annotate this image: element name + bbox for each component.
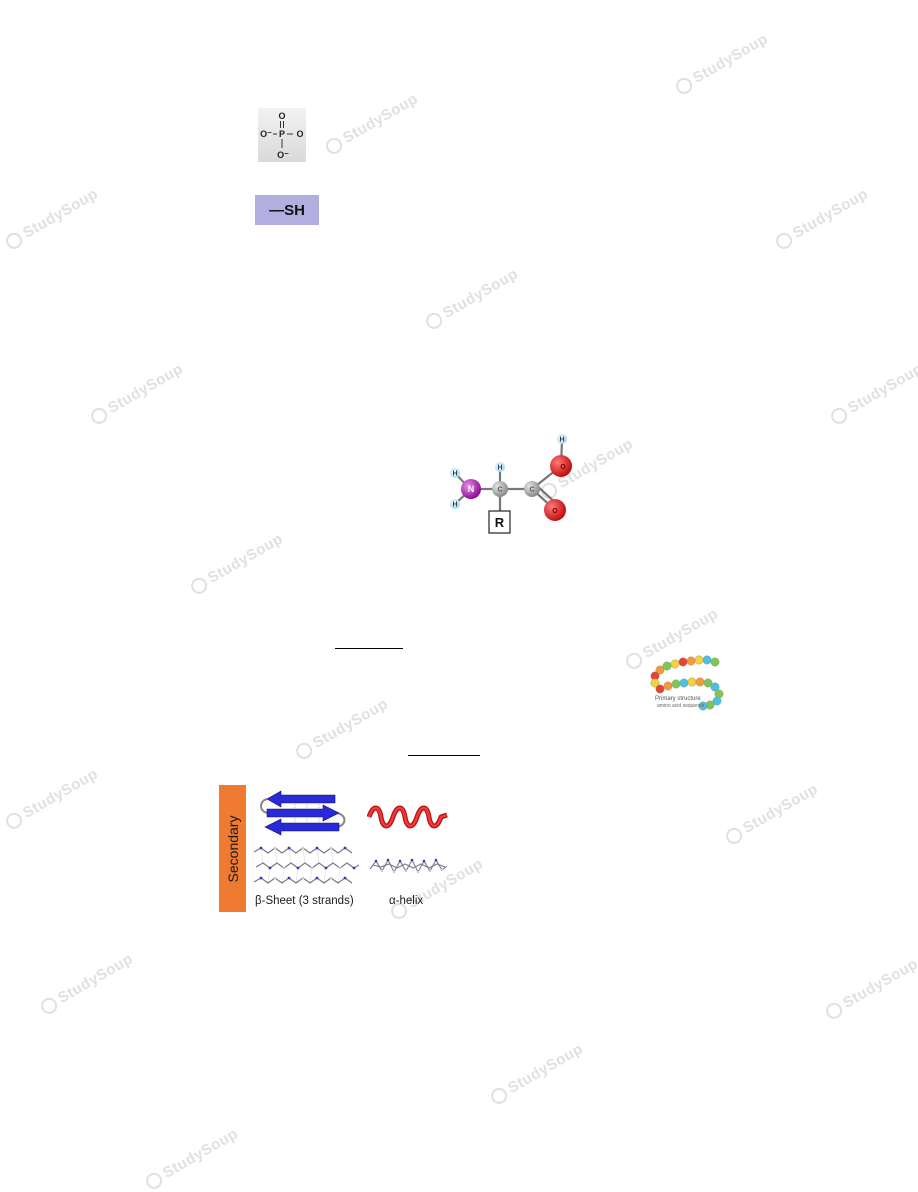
studysoup-logo-icon — [623, 649, 646, 672]
studysoup-logo-icon — [323, 134, 346, 157]
beta-sheet-caption: β-Sheet (3 strands) — [255, 895, 354, 907]
hydrogen-atom — [557, 434, 567, 444]
studysoup-logo-icon — [293, 739, 316, 762]
phosphate-oxygen-left: O⁻ — [260, 129, 272, 139]
alpha-helix-stick-model — [369, 858, 448, 874]
watermark: StudySoup — [3, 185, 101, 252]
carbonyl-oxygen-atom — [544, 499, 566, 521]
amino-acid-bead — [710, 682, 720, 692]
alpha-carbon-label: C — [497, 487, 502, 494]
amino-acid-bead — [710, 657, 720, 667]
watermark: StudySoup — [38, 950, 136, 1017]
amino-acid-bead — [702, 655, 712, 665]
hydrogen-atom — [495, 462, 505, 472]
hydrogen-atom — [450, 499, 460, 509]
studysoup-logo-icon — [38, 994, 61, 1017]
studysoup-logo-icon — [423, 309, 446, 332]
studysoup-logo-icon — [488, 1084, 511, 1107]
studysoup-logo-icon — [673, 74, 696, 97]
hydrogen-label: H — [452, 502, 457, 509]
studysoup-logo-icon — [723, 824, 746, 847]
hydrogen-label: H — [559, 437, 564, 444]
hydrogen-label: H — [452, 471, 457, 478]
secondary-band-label: Secondary — [224, 815, 241, 882]
sulfhydryl-group-figure: —SH — [255, 195, 319, 225]
hydroxyl-oxygen-label: O — [560, 464, 566, 471]
amino-acid-bead — [703, 678, 713, 688]
amino-acid-bead — [670, 659, 680, 669]
studysoup-logo-icon — [823, 999, 846, 1022]
amino-acid-bead — [712, 696, 722, 706]
amino-acid-bead — [686, 656, 696, 666]
amino-acid-bead — [662, 661, 672, 671]
amino-acid-bead — [663, 681, 673, 691]
blank-line — [335, 648, 403, 649]
studysoup-logo-icon — [3, 229, 26, 252]
hydrogen-atom — [450, 468, 460, 478]
phosphate-oxygen-bottom: O⁻ — [277, 150, 289, 160]
studysoup-logo-icon — [828, 404, 851, 427]
carbonyl-oxygen-label: O — [552, 508, 558, 515]
phosphate-oxygen-right: O — [296, 129, 303, 139]
studysoup-logo-icon — [188, 574, 211, 597]
amino-acid-bead — [687, 677, 697, 687]
beta-sheet-ribbon — [260, 790, 346, 836]
watermark: StudySoup — [723, 780, 821, 847]
watermark: StudySoup — [323, 90, 421, 157]
amino-acid-bonds — [454, 440, 564, 511]
watermark: StudySoup — [673, 30, 771, 97]
secondary-band: Secondary — [219, 785, 246, 912]
alpha-helix-caption: α-helix — [389, 895, 424, 907]
phosphate-oxygen-top: O — [278, 111, 285, 121]
primary-structure-figure: Primary structure amino acid sequence — [645, 655, 730, 713]
amino-acid-bead — [695, 677, 705, 687]
blank-line — [408, 755, 480, 756]
amino-acid-bead — [655, 665, 665, 675]
amino-acid-bead — [698, 701, 708, 711]
watermark: StudySoup — [293, 695, 391, 762]
phosphate-group-figure: O O⁻ P O O⁻ — [258, 108, 306, 162]
watermark: StudySoup — [143, 1125, 241, 1192]
watermark: StudySoup — [88, 360, 186, 427]
watermark: StudySoup — [773, 185, 871, 252]
amino-acid-structure-figure: H H H H N C C O O R — [450, 434, 572, 534]
hydroxyl-oxygen-atom — [550, 455, 572, 477]
amino-acid-bead — [671, 679, 681, 689]
watermark: StudySoup — [3, 765, 101, 832]
alpha-helix-ribbon — [367, 805, 448, 829]
secondary-structure-figure: Secondary — [219, 785, 469, 912]
watermark: StudySoup — [423, 265, 521, 332]
amino-acid-bead — [650, 678, 660, 688]
amino-acid-bead — [655, 684, 665, 694]
watermark: StudySoup — [828, 360, 918, 427]
carboxyl-carbon-label: C — [529, 487, 534, 494]
carboxyl-carbon-atom — [524, 481, 540, 497]
studysoup-logo-icon — [3, 809, 26, 832]
side-chain-label: R — [495, 515, 505, 530]
sulfhydryl-formula: —SH — [269, 201, 305, 219]
watermark: StudySoup — [188, 530, 286, 597]
alpha-carbon-atom — [492, 481, 508, 497]
studysoup-logo-icon — [773, 229, 796, 252]
hydrogen-label: H — [497, 465, 502, 472]
side-chain-box — [488, 510, 511, 534]
beta-sheet-stick-model — [253, 846, 360, 884]
studysoup-logo-icon — [88, 404, 111, 427]
watermark: StudySoup — [488, 1040, 586, 1107]
amino-acid-bead — [694, 655, 704, 665]
studysoup-logo-icon — [143, 1169, 166, 1192]
nitrogen-label: N — [468, 484, 475, 494]
primary-structure-subcaption: amino acid sequence — [657, 703, 705, 709]
amino-acid-bead — [678, 657, 688, 667]
phosphate-bonds — [273, 121, 293, 148]
phosphate-phosphorus: P — [279, 129, 285, 139]
amino-acid-bead — [679, 678, 689, 688]
primary-structure-caption: Primary structure — [655, 696, 701, 702]
watermark: StudySoup — [823, 955, 918, 1022]
nitrogen-atom — [461, 479, 481, 499]
